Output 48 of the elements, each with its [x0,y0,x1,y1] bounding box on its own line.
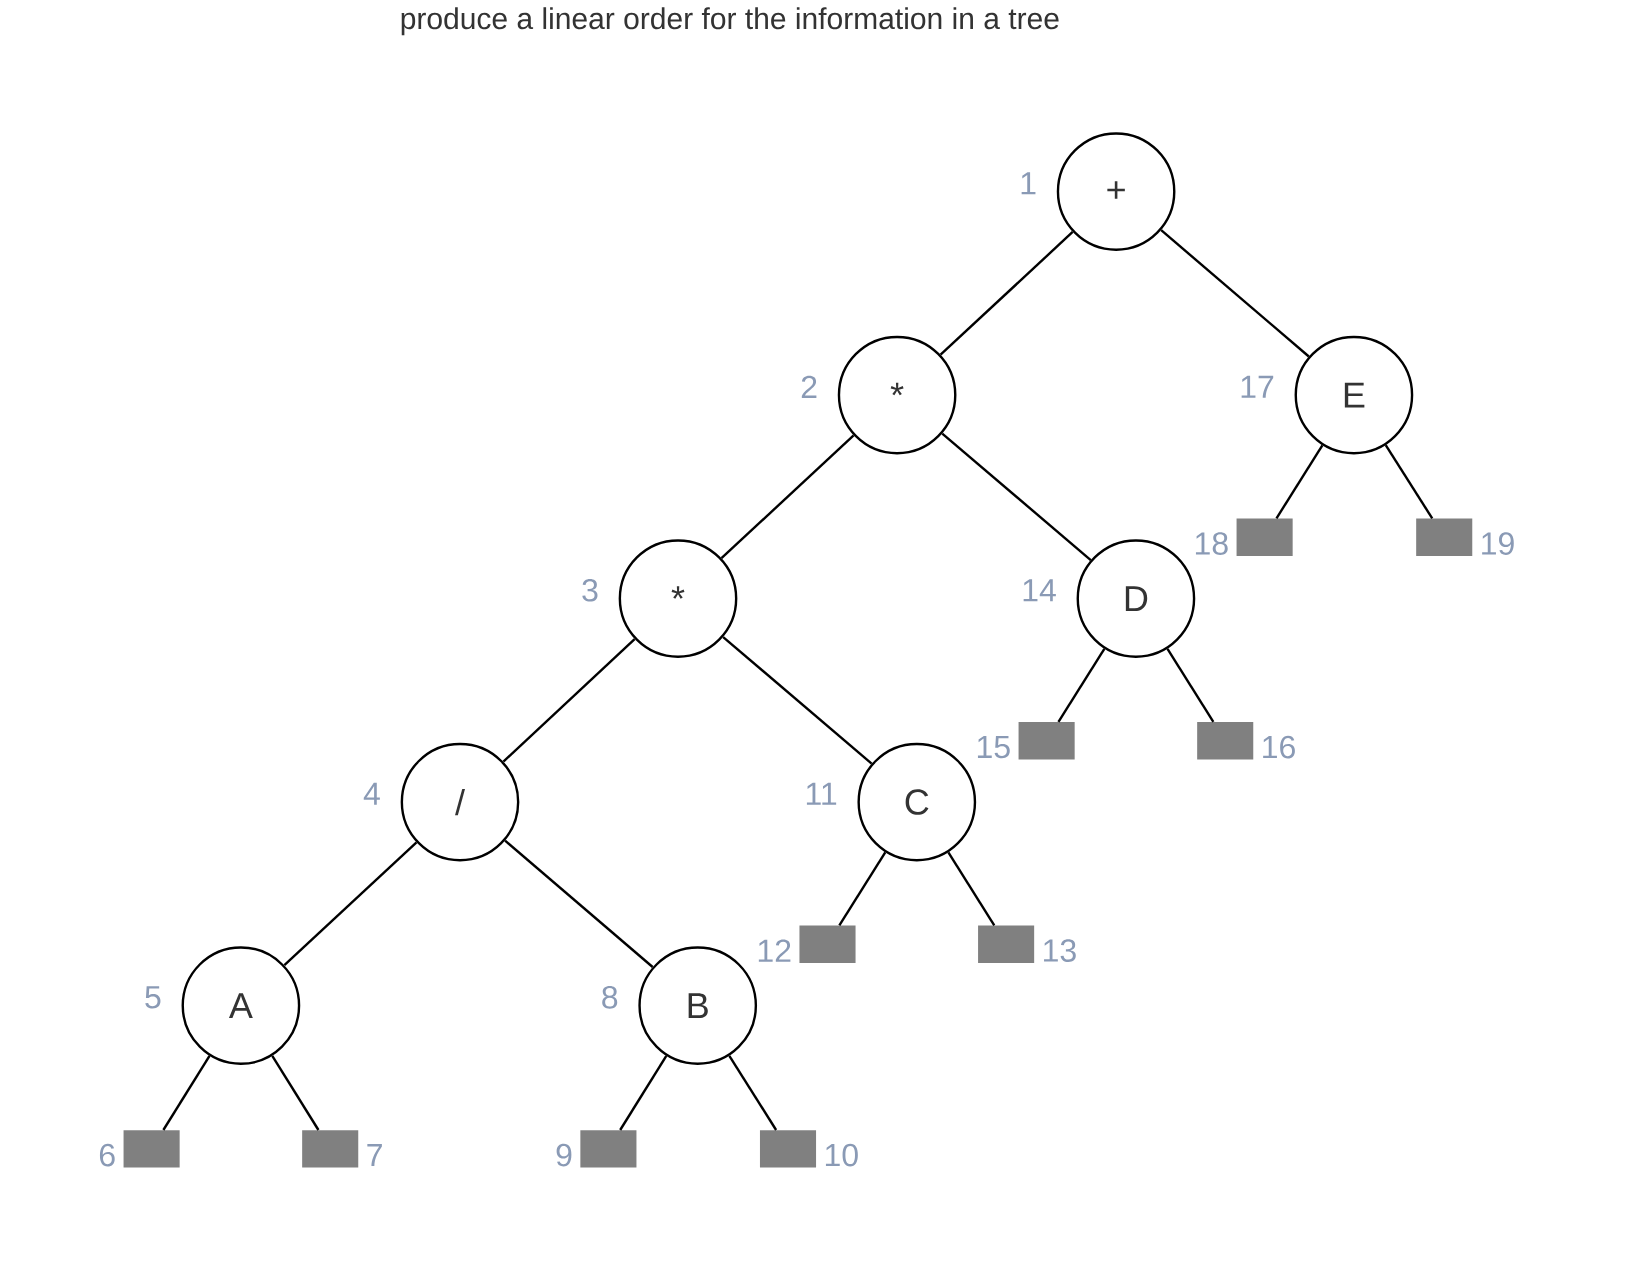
node-number: 10 [825,1143,858,1167]
tree-edge [1166,648,1215,723]
leaf-box [1416,518,1473,556]
tree-edge [720,434,855,560]
node-number: 18 [1195,532,1228,555]
node-number: 11 [806,782,837,805]
tree-edge [1384,444,1434,520]
node-number: 19 [1482,532,1514,555]
tree-edge [504,839,654,968]
tree-edge [722,636,873,765]
tree-edge [283,841,418,967]
title: produce a linear order for the information in a tree [401,7,1059,36]
tree-edge [728,1055,778,1131]
node-number: 8 [602,986,618,1009]
tree-edge [1275,444,1324,520]
node-number: 9 [556,1143,572,1167]
tree-edge [838,851,887,927]
node-number: 5 [145,986,161,1009]
leaf-box [1236,518,1293,556]
tree-edge [1160,229,1310,358]
node-number: 7 [367,1144,382,1167]
leaf-box [123,1130,180,1168]
node-number: 6 [99,1143,115,1167]
tree-edge [271,1055,320,1131]
node-number: 16 [1263,735,1295,759]
tree-edge [619,1055,668,1131]
tree-edge [502,638,636,763]
tree-edge [941,432,1092,561]
node-number: 4 [363,782,380,805]
leaf-box [302,1130,359,1168]
tree-edge [947,851,996,927]
tree-edge [939,231,1074,356]
tree-edge [1057,648,1106,723]
node-number: 12 [758,939,791,962]
leaf-box [1197,722,1254,760]
tree-edge [162,1055,211,1131]
node-number: 14 [1023,579,1056,602]
node-number: 3 [582,578,598,602]
leaf-box [759,1130,817,1168]
leaf-box [1018,722,1075,760]
leaf-box [580,1130,637,1168]
node-number: 15 [977,735,1010,759]
node-number: 1 [1021,172,1036,195]
node-number: 13 [1044,939,1076,962]
leaf-box [978,925,1035,963]
node-number: 2 [801,375,817,398]
node-number: 17 [1241,375,1274,398]
leaf-box [799,925,856,963]
